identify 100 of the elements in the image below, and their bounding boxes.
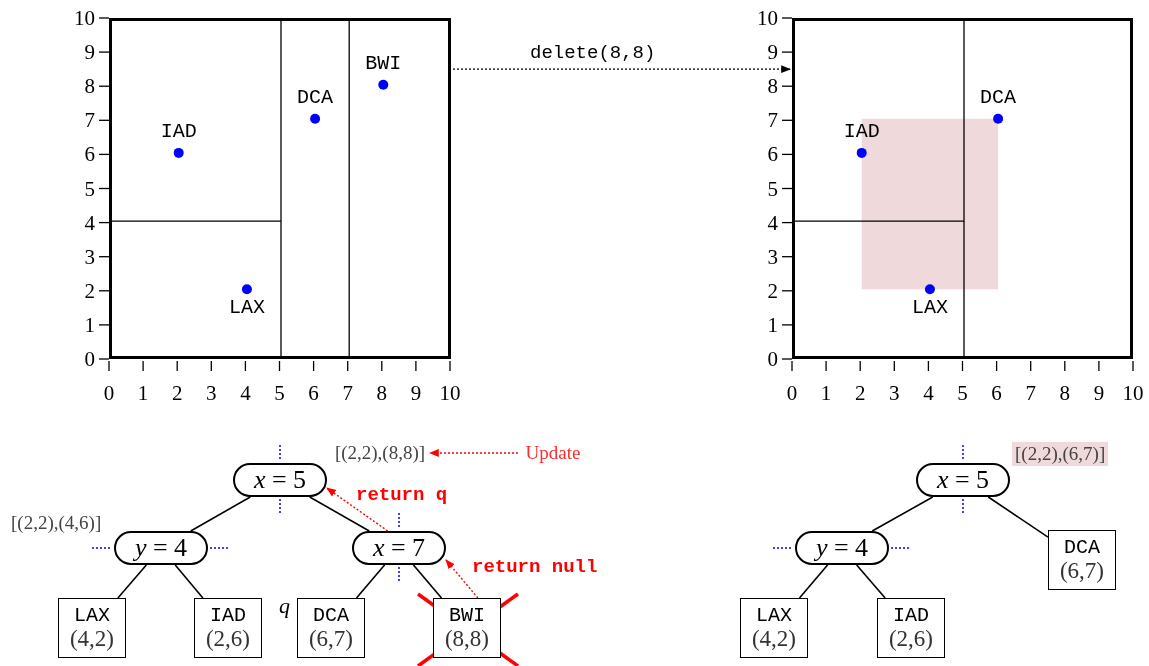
point-label: IAD: [159, 120, 198, 143]
tick-label: 5: [83, 177, 95, 200]
tick-label: 0: [766, 348, 778, 370]
split-rule: y = 4: [134, 534, 188, 562]
point-name: DCA: [313, 605, 349, 627]
tick-label: 5: [273, 382, 286, 404]
tree-edge: [308, 496, 371, 532]
tick-label: 1: [136, 382, 150, 404]
bounding-box-text: [(2,2),(8,8)]: [330, 440, 430, 466]
point-label: BWI: [364, 52, 403, 75]
leaf-node: [58, 598, 126, 658]
leaf-node: [194, 598, 262, 658]
split-rule: x = 5: [253, 466, 307, 494]
tree-edge: [871, 496, 934, 532]
tree-edge: [117, 564, 148, 599]
point-coordinates: (4,2): [69, 627, 115, 651]
plot-frame: [792, 18, 1133, 359]
tick-label: 6: [307, 382, 320, 404]
split-node: [352, 531, 446, 565]
point-label: LAX: [227, 297, 266, 320]
split-node: [233, 463, 327, 497]
tick-label: 2: [170, 382, 184, 404]
tick-label: 10: [1121, 382, 1145, 404]
tick-label: 5: [766, 177, 778, 200]
tree-edge: [987, 496, 1049, 538]
tick-label: 8: [766, 75, 778, 98]
tick-label: 9: [83, 41, 95, 64]
tick-label: 7: [83, 109, 95, 132]
tree-edge: [355, 564, 386, 599]
leaf-node: [877, 598, 945, 658]
arrow: [429, 449, 519, 457]
tick-label: 1: [83, 313, 95, 336]
point-name: LAX: [74, 605, 110, 627]
tick-label: 10: [73, 7, 95, 29]
tick-label: 8: [375, 382, 389, 404]
tick-label: 3: [83, 245, 95, 268]
tree-edge: [412, 564, 443, 599]
point-name: IAD: [893, 605, 929, 627]
tick-label: 9: [766, 41, 778, 64]
tick-label: 7: [766, 109, 778, 132]
point-name: DCA: [1064, 537, 1100, 559]
point-coordinates: (6,7): [1059, 559, 1105, 583]
leaf-node: [297, 598, 365, 658]
arrow: [452, 65, 791, 74]
bounding-box-text: [(2,2),(6,7)]: [1012, 442, 1109, 466]
point-coordinates: (2,6): [205, 627, 251, 651]
leaf-node: [1048, 530, 1116, 590]
tree-edge: [855, 564, 886, 599]
bounding-box-text: [(2,2),(4,6)]: [10, 511, 103, 535]
tree-edge: [798, 564, 829, 599]
split-node: [916, 463, 1010, 497]
tick-label: 4: [922, 382, 935, 404]
split-rule: y = 4: [815, 534, 869, 562]
tick-label: 0: [83, 348, 95, 370]
tick-label: 1: [766, 313, 778, 336]
tick-label: 3: [766, 245, 778, 268]
note-text: Update: [518, 440, 588, 466]
tick-label: 0: [102, 382, 116, 404]
tick-label: 4: [239, 382, 252, 404]
point-coordinates: (4,2): [751, 627, 797, 651]
split-rule: x = 7: [372, 534, 426, 562]
point-coordinates: (6,7): [308, 627, 354, 651]
tick-label: 6: [990, 382, 1003, 404]
split-node: [114, 531, 208, 565]
point-label: LAX: [910, 297, 949, 320]
point-coordinates: (8,8): [444, 627, 490, 651]
tick-label: 8: [83, 75, 95, 98]
arrow: [445, 559, 479, 599]
tick-label: 9: [409, 382, 423, 404]
tick-label: 9: [1092, 382, 1106, 404]
arrow: [326, 487, 389, 532]
split-rule: x = 5: [936, 466, 990, 494]
tick-label: 8: [1058, 382, 1072, 404]
tick-label: 5: [956, 382, 969, 404]
tick-label: 6: [766, 143, 778, 166]
tick-label: 10: [438, 382, 462, 404]
tick-label: 7: [1024, 382, 1037, 404]
tick-label: 6: [83, 143, 95, 166]
point-name: LAX: [756, 605, 792, 627]
tick-label: 10: [756, 7, 778, 29]
split-node: [795, 531, 889, 565]
tick-label: 7: [341, 382, 354, 404]
tick-label: 4: [766, 211, 778, 234]
tick-label: 2: [853, 382, 867, 404]
tick-label: 3: [888, 382, 901, 404]
point-name: BWI: [449, 605, 485, 627]
tick-label: 3: [205, 382, 218, 404]
tick-label: 0: [785, 382, 799, 404]
edge-label: delete(8,8): [530, 42, 656, 64]
point-label: DCA: [296, 86, 335, 109]
tick-label: 4: [83, 211, 95, 234]
plot-frame: [109, 18, 451, 359]
pointer-label: q: [278, 592, 291, 620]
tree-edge: [189, 496, 252, 532]
point-coordinates: (2,6): [888, 627, 934, 651]
tick-label: 2: [83, 279, 95, 302]
leaf-node: [740, 598, 808, 658]
leaf-node: [433, 598, 501, 658]
tick-label: 1: [819, 382, 833, 404]
point-label: IAD: [842, 120, 881, 143]
